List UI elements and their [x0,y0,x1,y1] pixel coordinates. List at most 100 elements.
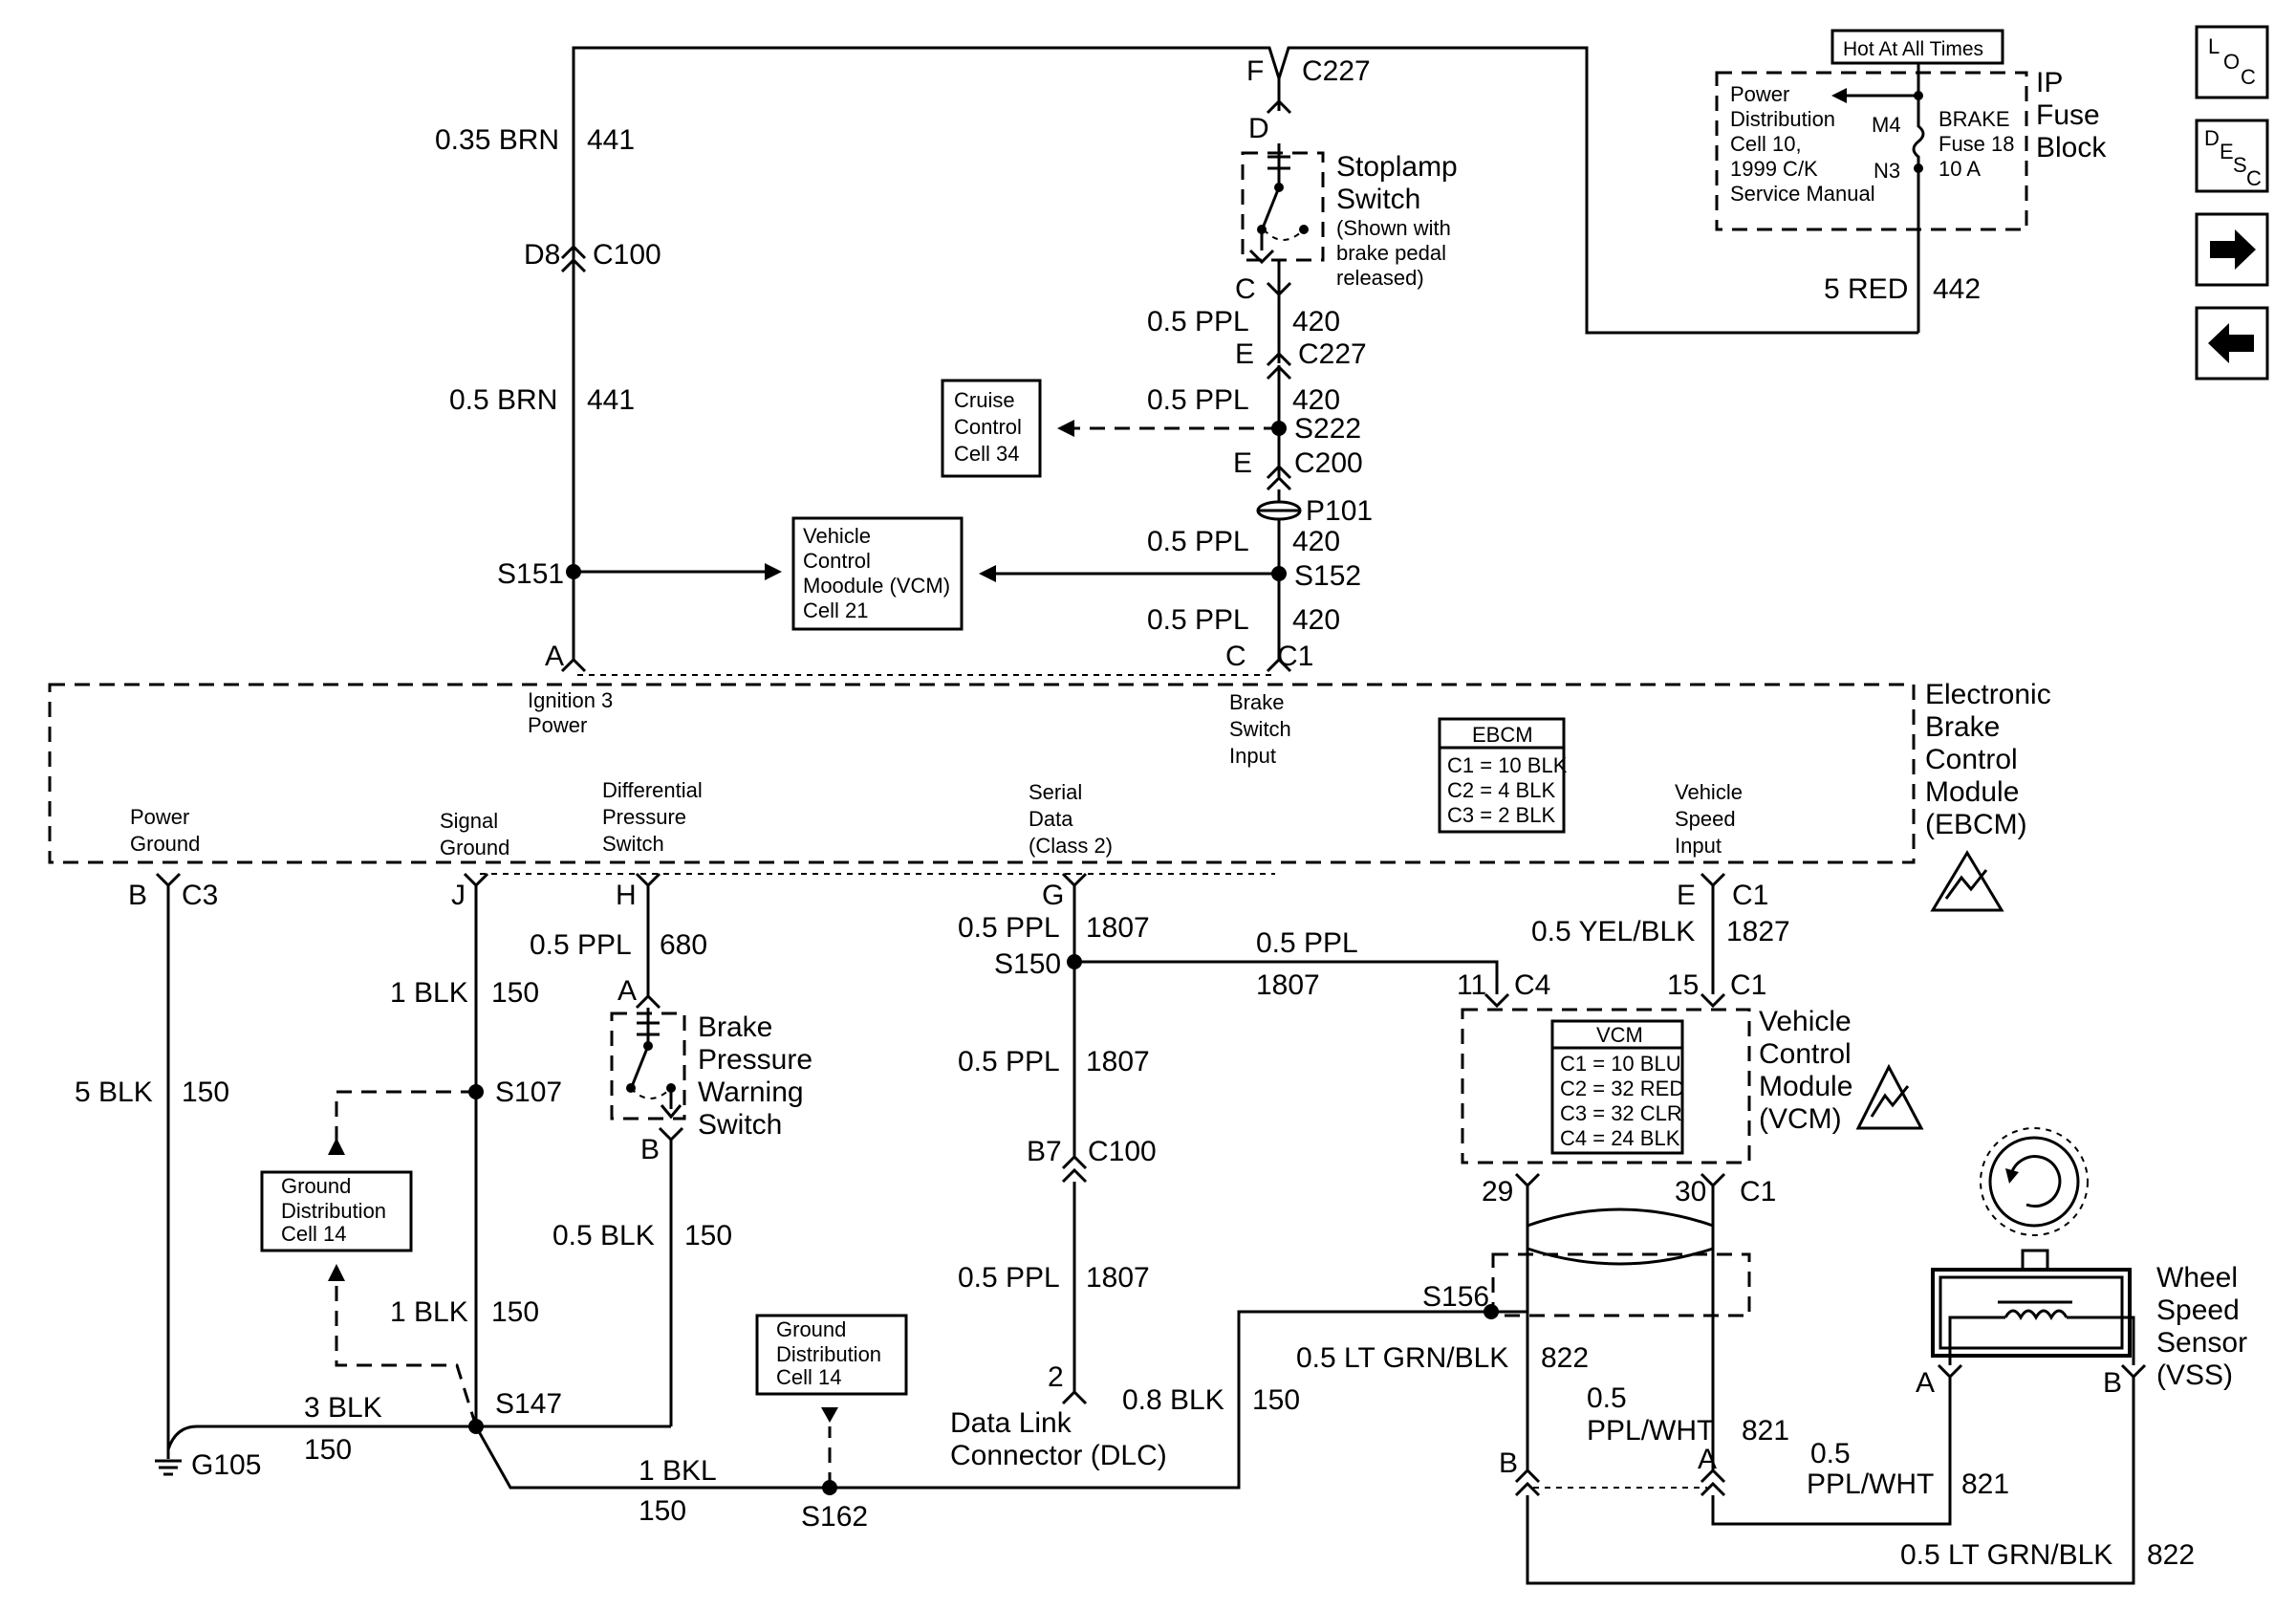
fuse-block-outline [1715,71,2028,231]
pplwht-gauge-1: 0.5 [1587,1382,1627,1414]
blk1b-circuit: 150 [491,1296,539,1328]
pin-diff-2: Pressure [602,805,686,829]
twisted-pair-shield [1491,1252,1751,1317]
ppl1807d-gauge: 0.5 PPL [958,1262,1060,1294]
w441b-circuit: 441 [587,384,635,416]
desc-letter-e: E [2220,140,2234,163]
ebcm-title-3: Control [1925,744,2018,775]
loc-letter-o: O [2223,50,2240,74]
vcm-title-4: (VCM) [1759,1103,1842,1135]
vcm-table-row-1: C1 = 10 BLU [1560,1052,1681,1076]
stoplamp-switch-outline [1241,151,1325,262]
cruise-control-ref: Cruise Control Cell 34 [941,379,1042,478]
blk5-circuit: 150 [182,1077,229,1108]
ppl680-gauge: 0.5 PPL [530,929,632,961]
c227-name: C227 [1302,55,1371,87]
ebcm-table-row-3: C3 = 2 BLK [1447,803,1555,827]
vcm-c1b: C1 [1740,1176,1776,1208]
ground-dist-b-1: Ground [776,1317,846,1341]
yel-gauge: 0.5 YEL/BLK [1531,916,1695,947]
vss-title-1: Wheel [2156,1262,2238,1294]
c227b-pin-c: C [1235,273,1256,305]
prev-button[interactable] [2195,306,2269,381]
fuse-label-1: BRAKE [1939,107,2010,131]
ppl1807b-circuit: 1807 [1256,969,1320,1001]
ebcm-table-header: EBCM [1472,723,1533,747]
ip-fuse-block: Hot At All Times Power Distribution Cell… [1715,29,2107,333]
fuse-block-title-3: Block [2036,132,2107,163]
vcm-pin-29: 29 [1482,1176,1513,1208]
stoplamp-title-1: Stoplamp [1336,151,1458,183]
blk08-circuit: 150 [1252,1384,1300,1416]
bkl-gauge: 1 BKL [639,1455,717,1487]
cruise-ref-line-3: Cell 34 [954,442,1019,466]
vcm-ref-line-1: Vehicle [803,524,871,548]
pin-ignition-1: Ignition 3 [528,688,613,712]
stoplamp-note-1: (Shown with [1336,216,1451,240]
pin-brake-2: Switch [1229,717,1291,741]
vcm-pin-15: 15 [1667,969,1699,1001]
pin-power-ground-1: Power [130,805,189,829]
ground-dist-b-2: Distribution [776,1342,881,1366]
stoplamp-note-3: released) [1336,266,1424,290]
g105-label: G105 [191,1449,261,1481]
s152-label: S152 [1294,560,1361,592]
w441b-gauge: 0.5 BRN [449,384,557,416]
wire-442-circuit: 442 [1933,273,1981,305]
blk08-gauge: 0.8 BLK [1122,1384,1224,1416]
loc-letter-c: C [2241,65,2256,89]
vcm-ref-line-4: Cell 21 [803,598,868,622]
g105-ground-icon [155,1449,182,1476]
vss-pin-b: B [2103,1367,2122,1399]
next-button[interactable] [2195,212,2269,287]
desc-letter-d: D [2204,126,2220,150]
c200-name: C200 [1294,447,1363,479]
vcm-title-3: Module [1759,1071,1852,1102]
sensor-coil-icon [1998,1300,2072,1321]
s150-label: S150 [994,948,1061,980]
w441a-gauge: 0.35 BRN [435,124,559,156]
pin-j: J [451,880,466,911]
desc-letter-s: S [2233,153,2247,177]
pin-g: G [1042,880,1064,911]
bp-title-4: Switch [698,1109,782,1141]
desc-button[interactable]: D E S C [2195,119,2269,193]
blk3-gauge: 3 BLK [304,1392,382,1424]
loc-button[interactable]: L O C [2195,25,2269,99]
pin-signal-ground-1: Signal [440,809,498,833]
vcm-table-header: VCM [1596,1023,1643,1047]
bp-pin-b: B [640,1134,660,1165]
c1-pin-c: C [1225,641,1246,672]
wheel-speed-sensor: Wheel Speed Sensor (VSS) [1931,1127,2247,1391]
ground-dist-ref-b: Ground Distribution Cell 14 [755,1314,908,1396]
s147-label: S147 [495,1388,562,1420]
c227-pin-d: D [1248,113,1269,144]
ebcm-module: Electronic Brake Control Module (EBCM) E… [48,679,2051,912]
grn2-gauge: 0.5 LT GRN/BLK [1900,1539,2112,1571]
wire-442-gauge: 5 RED [1824,273,1908,305]
vss-circuits: S156 0.5 LT GRN/BLK 822 0.5 PPL/WHT 821 … [1296,1186,2195,1585]
b7-label: B7 [1027,1136,1062,1167]
c100-pin-d8: D8 [524,239,560,271]
w420a-circuit: 420 [1292,306,1340,337]
w441a-circuit: 441 [587,124,635,156]
ground-dist-ref-a: Ground Distribution Cell 14 [260,1170,413,1252]
pin-b: B [128,880,147,911]
pin-vss-1: Vehicle [1675,780,1743,804]
conn-pin-a: A [1698,1444,1717,1475]
ground-dist-a-2: Distribution [281,1199,386,1223]
pin-diff-1: Differential [602,778,703,802]
pin-ignition-2: Power [528,713,587,737]
conn-pin-b: B [1499,1447,1518,1479]
fuse-ref-line-4: 1999 C/K [1730,157,1818,181]
fuse-block-title-2: Fuse [2036,99,2100,131]
w420c-circuit: 420 [1292,526,1340,557]
ppl680-circuit: 680 [660,929,707,961]
ebcm-outline [48,683,1916,864]
cruise-ref-line-1: Cruise [954,388,1015,412]
ebcm-title-1: Electronic [1925,679,2051,710]
fuse-pin-m4: M4 [1872,113,1901,137]
arrow-left-icon [2208,323,2254,363]
w420d-gauge: 0.5 PPL [1147,604,1249,636]
